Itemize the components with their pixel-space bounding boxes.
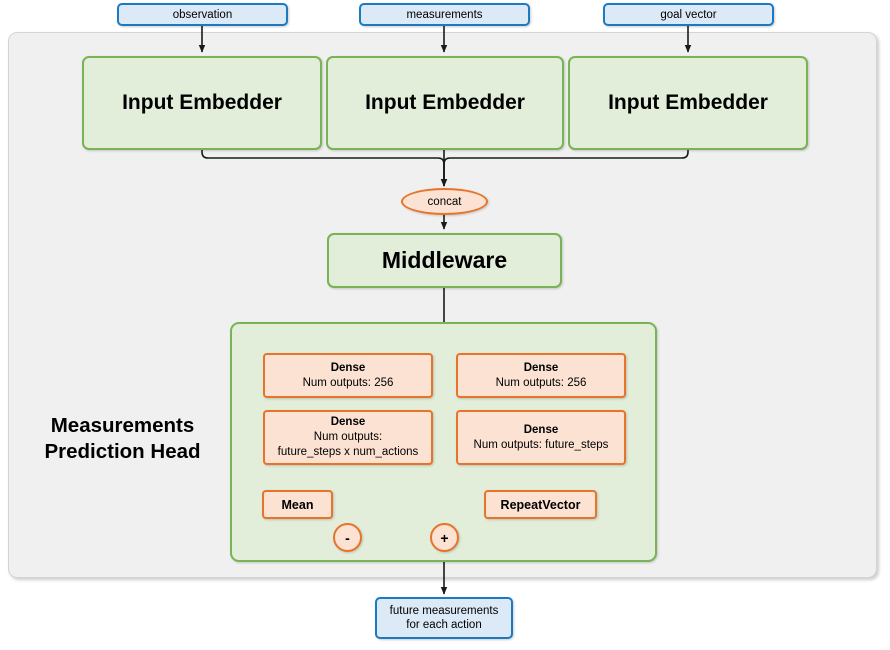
left-dense-2-line3: future_steps x num_actions bbox=[277, 446, 419, 458]
input-measurements-label: measurements bbox=[406, 8, 483, 21]
middleware-node[interactable]: Middleware bbox=[327, 233, 562, 288]
add-operator[interactable]: + bbox=[430, 523, 459, 552]
input-observation[interactable]: observation bbox=[117, 3, 288, 26]
right-dense-1-line1: Dense bbox=[523, 361, 559, 374]
subtract-operator[interactable]: - bbox=[333, 523, 362, 552]
head-title-line1: Measurements bbox=[50, 414, 195, 437]
left-dense-1-line2: Num outputs: 256 bbox=[302, 376, 394, 389]
right-dense-2[interactable]: Dense Num outputs: future_steps bbox=[456, 410, 626, 465]
input-goal-vector-label: goal vector bbox=[660, 8, 717, 21]
input-goal-vector[interactable]: goal vector bbox=[603, 3, 774, 26]
input-embedder-2[interactable]: Input Embedder bbox=[326, 56, 564, 150]
input-embedder-2-label: Input Embedder bbox=[365, 91, 525, 114]
left-dense-2-line2: Num outputs: bbox=[313, 431, 383, 443]
mean-label: Mean bbox=[281, 497, 314, 512]
input-embedder-3[interactable]: Input Embedder bbox=[568, 56, 808, 150]
mean-node[interactable]: Mean bbox=[262, 490, 333, 519]
concat-label: concat bbox=[427, 195, 462, 208]
right-dense-1-line2: Num outputs: 256 bbox=[495, 376, 587, 389]
concat-node[interactable]: concat bbox=[401, 188, 488, 215]
head-title: Measurements Prediction Head bbox=[20, 413, 225, 465]
output-line1: future measurements bbox=[389, 605, 499, 617]
head-title-line2: Prediction Head bbox=[44, 440, 201, 463]
right-dense-2-line2: Num outputs: future_steps bbox=[473, 438, 609, 451]
right-dense-2-line1: Dense bbox=[523, 423, 559, 436]
input-observation-label: observation bbox=[172, 8, 233, 21]
middleware-label: Middleware bbox=[381, 247, 508, 273]
repeat-vector-node[interactable]: RepeatVector bbox=[484, 490, 597, 519]
input-measurements[interactable]: measurements bbox=[359, 3, 530, 26]
add-operator-symbol: + bbox=[440, 529, 449, 546]
input-embedder-1-label: Input Embedder bbox=[122, 91, 282, 114]
left-dense-2[interactable]: Dense Num outputs: future_steps x num_ac… bbox=[263, 410, 433, 465]
right-dense-1[interactable]: Dense Num outputs: 256 bbox=[456, 353, 626, 398]
input-embedder-1[interactable]: Input Embedder bbox=[82, 56, 322, 150]
left-dense-1[interactable]: Dense Num outputs: 256 bbox=[263, 353, 433, 398]
left-dense-1-line1: Dense bbox=[330, 361, 366, 374]
output-future-measurements[interactable]: future measurements for each action bbox=[375, 597, 513, 639]
input-embedder-3-label: Input Embedder bbox=[608, 91, 768, 114]
left-dense-2-line1: Dense bbox=[330, 416, 366, 428]
repeat-vector-label: RepeatVector bbox=[500, 497, 581, 512]
subtract-operator-symbol: - bbox=[345, 529, 350, 546]
output-line2: for each action bbox=[406, 619, 482, 631]
